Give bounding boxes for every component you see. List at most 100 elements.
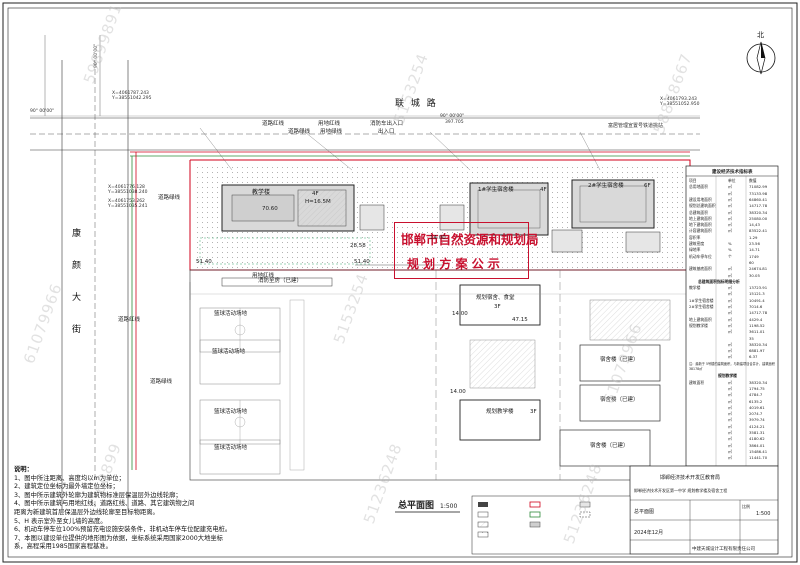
label-land-red-line-south: 用地红线 <box>252 273 275 279</box>
coord-north-right: X=4061793.243 Y=38551052.950 <box>660 97 700 107</box>
title-block-org: 邯郸经济技术开发区教育局 <box>660 475 721 481</box>
table-cell: % <box>728 241 732 246</box>
note-line: 3、图中所示建筑外轮廓为建筑物标准层保温层外边线轮廓； <box>14 491 182 499</box>
label-exit: 出入口 <box>378 129 395 135</box>
title-block-scale-label: 比例 <box>742 504 750 509</box>
planned-dorm-canteen-label: 规划宿舍、食堂 <box>476 295 515 301</box>
label-fire-entrance: 消防车出入口 <box>370 121 404 127</box>
table-cell: ㎡ <box>728 297 732 303</box>
note-line: 2、建筑定位坐标为最外墙定位坐标； <box>14 483 119 491</box>
table-cell: 38320.34 <box>749 209 768 215</box>
table-cell: 4124.21 <box>749 423 765 429</box>
table-cell: 38320.34 <box>749 341 768 347</box>
design-notes: 说明： 1、图中所注距离、高度均以m为单位； 2、建筑定位坐标为最外墙定位坐标；… <box>14 466 231 552</box>
road-name-west-char: 康 <box>72 229 84 239</box>
road-name-west-char: 大 <box>72 293 84 303</box>
note-line: 7、本图以建设单位提供的地形图为依据，坐标系统采用国家2000大地坐标 <box>14 534 223 542</box>
table-cell: 38320.34 <box>749 379 768 385</box>
label-road-green-line-w: 道路绿线 <box>158 195 181 201</box>
title-block-drawing: 总平面图 <box>634 509 655 515</box>
planned-teaching-label: 规划教学楼 <box>486 409 514 415</box>
table-cell: 计容建筑面积 <box>689 228 712 234</box>
table-cell: 60 <box>749 259 754 265</box>
planned-dorm-canteen-floors: 3F <box>494 304 501 310</box>
table-cell: ㎡ <box>728 411 732 417</box>
table-subtitle: 规划教学楼 <box>718 373 737 379</box>
road-name-west-char: 街 <box>72 325 84 335</box>
table-cell: 地上建筑面积 <box>689 316 712 322</box>
table-cell: 71082.99 <box>749 184 768 190</box>
label-road-green-line: 道路绿线 <box>288 129 311 135</box>
bearing-mid: 90° 00'00" <box>440 114 465 119</box>
dorm-existing-label: 宿舍楼（已建） <box>590 443 629 449</box>
table-cell: ㎡ <box>728 184 732 190</box>
table-cell: 2#学生宿舍楼 <box>689 304 714 309</box>
table-cell: ㎡ <box>728 448 732 454</box>
table-cell: ㎡ <box>728 272 732 278</box>
table-cell: ㎡ <box>728 392 732 398</box>
table-cell: 3864.01 <box>749 442 765 448</box>
bearing-top: 90° 00'00" <box>30 109 55 114</box>
table-cell: ㎡ <box>728 266 732 272</box>
table-cell: 30.05 <box>749 272 760 278</box>
label-road-red-line-w: 道路红线 <box>118 317 141 323</box>
table-cell: ㎡ <box>728 341 732 347</box>
north-arrow-label: 北 <box>757 31 764 39</box>
table-cell: 绿地率 <box>689 247 701 253</box>
table-cell: 14717.78 <box>749 203 768 209</box>
label-road-red-line: 道路红线 <box>262 121 285 127</box>
table-cell: 3581.31 <box>749 430 765 435</box>
table-cell: 3979.74 <box>749 417 765 423</box>
dorm-existing-label: 宿舍楼（已建） <box>600 397 639 403</box>
canteen-existing-label: 消防至房（已建） <box>258 278 303 284</box>
road-name-west-char: 颜 <box>72 261 84 271</box>
teaching-building-floors: 4F <box>312 191 319 197</box>
table-cell: ㎡ <box>728 215 732 221</box>
table-cell: 14.71 <box>749 247 760 253</box>
dim-label: 28.58 <box>350 243 366 249</box>
table-cell: ㎡ <box>728 455 732 461</box>
title-block-frame <box>629 465 779 555</box>
planned-dorm-canteen <box>459 284 541 326</box>
dim-label: 14.00 <box>452 311 468 317</box>
table-cell: ㎡ <box>728 322 732 328</box>
table-cell: 10491.4 <box>749 297 765 303</box>
table-cell: 总建筑面积 <box>689 209 708 215</box>
table-cell: ㎡ <box>728 436 732 442</box>
table-cell: 14,43 <box>749 222 760 228</box>
tech-index-table-frame <box>685 165 779 467</box>
field-label: 篮球活动场地 <box>214 445 248 451</box>
table-cell: ㎡ <box>728 379 732 385</box>
table-cell: 13723.91 <box>749 285 768 291</box>
table-cell: ㎡ <box>728 442 732 448</box>
table-cell: 4429.4 <box>749 316 763 322</box>
plan-title: 总平面图 <box>398 501 435 511</box>
title-block-project: 邯郸经济技术开发区第一中学 规划教学楼及宿舍工程 <box>634 488 728 493</box>
table-cell: 14717.78 <box>749 310 768 316</box>
table-cell: ㎡ <box>728 423 732 429</box>
table-cell: 单位 <box>728 178 736 183</box>
dorm-1-name: 1#学生宿舍楼 <box>478 187 514 193</box>
table-cell: 15486.41 <box>749 448 768 454</box>
table-cell: ㎡ <box>728 196 732 202</box>
table-cell: ㎡ <box>728 430 732 435</box>
table-cell: 73133.98 <box>749 190 768 196</box>
table-cell: 2074.7 <box>749 411 763 417</box>
table-cell: ㎡ <box>728 310 732 316</box>
dorm-existing-label: 宿舍楼（已建） <box>600 357 639 363</box>
table-cell: 建设用地面积 <box>689 196 712 202</box>
dorm-building-1 <box>469 182 549 236</box>
table-subtitle: 总建筑面积指标明细分析 <box>698 278 740 284</box>
table-cell: 机动车停车位 <box>689 253 712 259</box>
table-cell: 1749 <box>749 253 759 259</box>
dim-label: 51.40 <box>196 259 212 265</box>
planned-teaching-floors: 3F <box>530 409 537 415</box>
dorm-building-2 <box>571 179 655 229</box>
table-cell: 项目 <box>689 178 697 183</box>
label-land-green-line: 用地绿线 <box>320 129 343 135</box>
table-title: 建设经济技术指标表 <box>712 170 753 175</box>
note-line: 说明： <box>14 466 33 473</box>
public-notice-stamp: 邯郸市自然资源和规划局 规 划 方 案 公 示 <box>394 222 539 279</box>
dorm-2-name: 2#学生宿舍楼 <box>588 183 624 189</box>
